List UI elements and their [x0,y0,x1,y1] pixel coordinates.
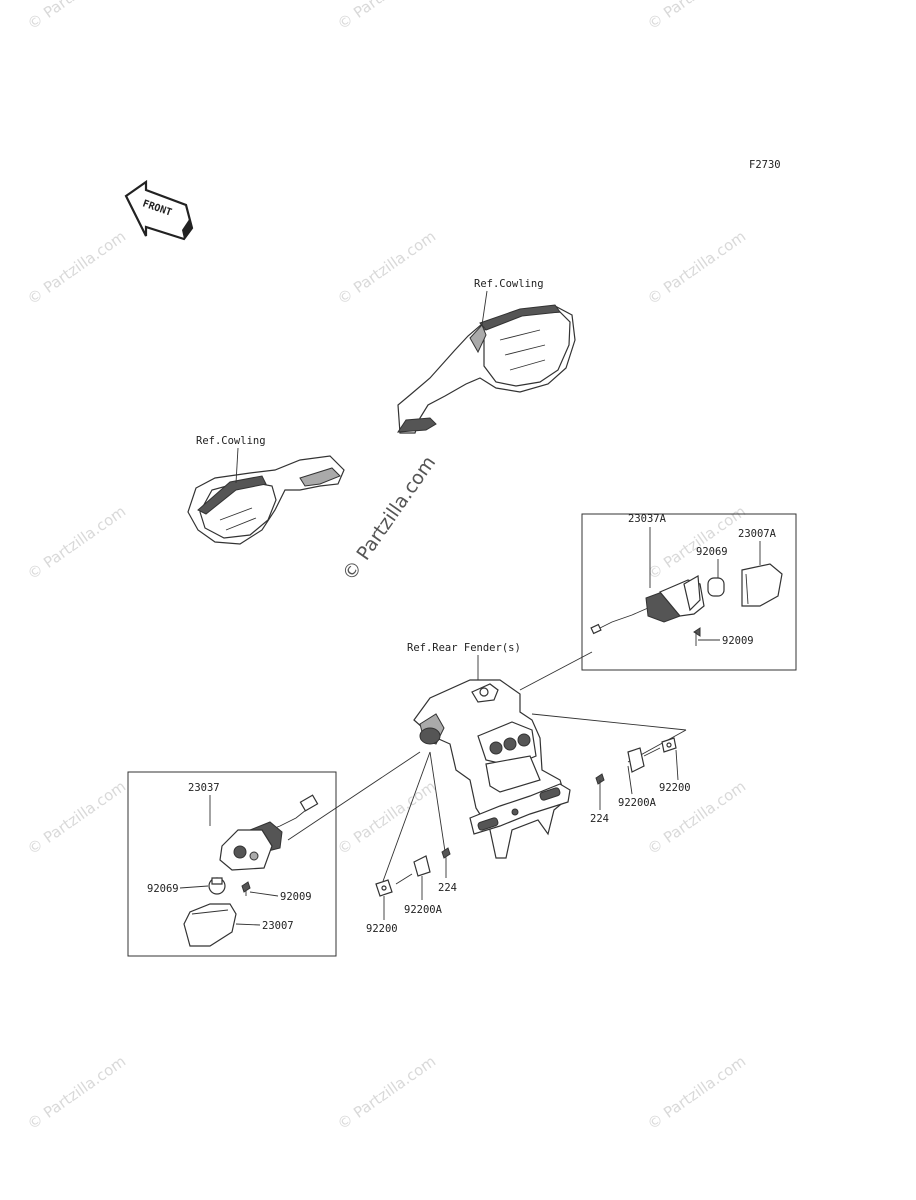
leader-left-signal-to-fender [287,751,421,841]
callout-23037A: 23037A [628,513,667,525]
left-turn-signal-group [127,771,337,957]
callout-92009-left: 92009 [280,891,312,903]
front-arrow-icon: FRONT [124,179,194,241]
watermark-center: © Partzilla.com [338,452,440,585]
watermark: © Partzilla.com [644,227,749,308]
center-mount-plates [375,847,451,920]
rear-fender [413,679,571,859]
watermark: © Partzilla.com [334,227,439,308]
leader-fender-to-center-plates [381,751,431,885]
right-turn-signal-group [581,513,797,671]
callout-92069-right: 92069 [696,546,728,558]
watermark: © Partzilla.com [24,227,129,308]
callout-224-right: 224 [590,813,609,825]
leader-fender-to-right-plates [531,713,687,731]
callout-ref-cowling-left: Ref.Cowling [196,435,266,447]
right-mount-plates [595,737,679,810]
watermarks: © Partzilla.com © Partzilla.com © Partzi… [24,0,749,1133]
callout-23007A: 23007A [738,528,777,540]
callout-92200-right: 92200 [659,782,691,794]
callout-92200-center: 92200 [366,923,398,935]
watermark: © Partzilla.com [24,777,129,858]
left-turn-signal [183,794,319,947]
leader-ref-cowling-left [235,447,239,484]
watermark: © Partzilla.com [24,0,129,33]
callout-92069-left: 92069 [147,883,179,895]
watermark: © Partzilla.com [334,1052,439,1133]
diagram-code: F2730 [749,159,781,171]
callout-23037: 23037 [188,782,220,794]
watermark: © Partzilla.com [334,777,439,858]
watermark: © Partzilla.com [24,502,129,583]
callout-92200A-right: 92200A [618,797,657,809]
callout-224-center: 224 [438,882,457,894]
leader-fender-to-center-plates-2 [429,751,447,859]
leader-right-signal-to-fender [519,651,593,691]
right-mirror [397,304,576,434]
callout-92009-right: 92009 [722,635,754,647]
callout-23007: 23007 [262,920,294,932]
watermark: © Partzilla.com [644,0,749,33]
left-mirror [187,455,345,545]
watermark: © Partzilla.com [24,1052,129,1133]
leader-ref-cowling-right [481,290,488,326]
watermark: © Partzilla.com [644,1052,749,1133]
callout-92200A-center: 92200A [404,904,443,916]
callout-ref-cowling-right: Ref.Cowling [474,278,544,290]
callout-ref-rear-fender: Ref.Rear Fender(s) [407,642,521,654]
right-turn-signal [590,563,783,646]
watermark: © Partzilla.com [334,0,439,33]
